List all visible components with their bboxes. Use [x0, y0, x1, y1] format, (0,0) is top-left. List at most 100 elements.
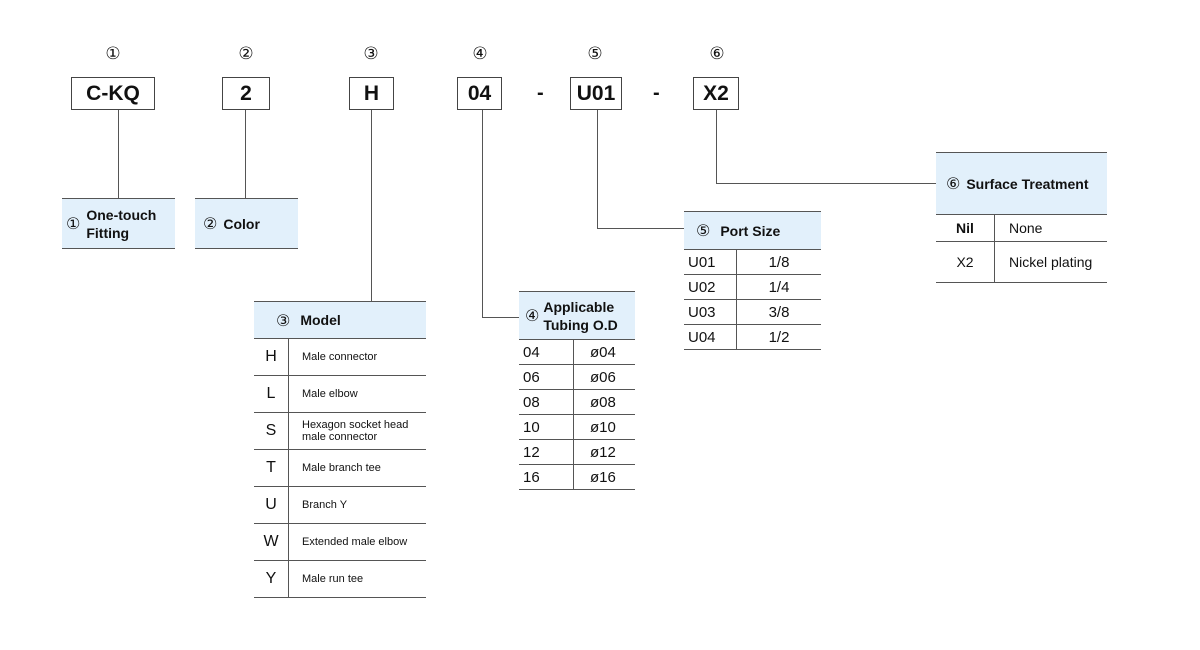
- tubing-code: 16: [519, 464, 574, 490]
- position-number-3: ③: [363, 44, 379, 64]
- model-code: U: [254, 486, 289, 524]
- separator-dash: -: [537, 82, 544, 104]
- fitting-title-line2: Fitting: [86, 224, 130, 241]
- position-number-5: ⑤: [587, 44, 603, 64]
- position-number-2: ②: [238, 44, 254, 64]
- tubing-value: ø16: [573, 464, 635, 490]
- surface-value: Nickel plating: [994, 241, 1107, 283]
- code-box-fitting: C-KQ: [71, 77, 155, 110]
- color-title: Color: [223, 215, 260, 232]
- position-number-1: ①: [105, 44, 121, 64]
- port-code: U01: [684, 250, 737, 275]
- port-code: U03: [684, 299, 737, 325]
- tubing-title-line2: Tubing O.D: [543, 316, 618, 333]
- code-box-surface: X2: [693, 77, 739, 110]
- position-number-4: ④: [472, 44, 488, 64]
- tubing-header: ④ Applicable Tubing O.D: [519, 291, 635, 340]
- color-header: ② Color: [195, 198, 298, 249]
- surface-code: Nil: [936, 215, 995, 242]
- tubing-code: 04: [519, 340, 574, 365]
- surface-title: Surface Treatment: [966, 175, 1089, 192]
- model-desc: Male branch tee: [288, 449, 426, 487]
- tubing-title: Applicable Tubing O.D: [543, 298, 617, 334]
- fitting-header: ① One-touch Fitting: [62, 198, 175, 249]
- port-value: 1/8: [736, 250, 821, 275]
- model-desc: Branch Y: [288, 486, 426, 524]
- port-value: 3/8: [736, 299, 821, 325]
- code-box-model: H: [349, 77, 394, 110]
- fitting-title: One-touch Fitting: [86, 206, 156, 242]
- port-code: U04: [684, 324, 737, 350]
- code-box-port: U01: [570, 77, 622, 110]
- tubing-value: ø06: [573, 364, 635, 390]
- fitting-title-line1: One-touch: [86, 206, 157, 223]
- code-box-color: 2: [222, 77, 270, 110]
- connector-line: [716, 183, 936, 184]
- port-title: Port Size: [720, 222, 781, 239]
- separator-dash: -: [653, 82, 660, 104]
- surface-number: ⑥: [946, 174, 961, 193]
- port-value: 1/4: [736, 274, 821, 300]
- model-header: ③ Model: [254, 301, 426, 339]
- color-number: ②: [203, 214, 218, 233]
- model-number: ③: [276, 310, 291, 330]
- connector-line: [716, 110, 717, 183]
- model-code: S: [254, 412, 289, 450]
- port-header: ⑤ Port Size: [684, 211, 821, 250]
- surface-code: X2: [936, 241, 995, 283]
- model-desc-line2: male connector: [302, 431, 378, 443]
- tubing-value: ø12: [573, 439, 635, 465]
- connector-line: [597, 110, 598, 228]
- model-code: T: [254, 449, 289, 487]
- model-code: H: [254, 339, 289, 376]
- position-number-6: ⑥: [709, 44, 725, 64]
- tubing-title-line1: Applicable: [543, 298, 615, 315]
- model-desc-line1: Hexagon socket head: [302, 419, 409, 431]
- connector-line: [245, 110, 246, 198]
- fitting-number: ①: [66, 214, 81, 233]
- tubing-value: ø08: [573, 389, 635, 415]
- tubing-code: 08: [519, 389, 574, 415]
- tubing-code: 12: [519, 439, 574, 465]
- tubing-number: ④: [525, 306, 540, 325]
- tubing-code: 10: [519, 414, 574, 440]
- model-code: L: [254, 375, 289, 413]
- tubing-code: 06: [519, 364, 574, 390]
- connector-line: [482, 110, 483, 317]
- connector-line: [482, 317, 519, 318]
- model-code: Y: [254, 560, 289, 598]
- model-title: Model: [300, 312, 341, 328]
- surface-value: None: [994, 215, 1107, 242]
- model-desc: Male connector: [288, 339, 426, 376]
- model-desc: Male elbow: [288, 375, 426, 413]
- port-number: ⑤: [696, 221, 711, 240]
- code-box-tubing: 04: [457, 77, 502, 110]
- port-code: U02: [684, 274, 737, 300]
- connector-line: [371, 110, 372, 301]
- tubing-value: ø10: [573, 414, 635, 440]
- port-value: 1/2: [736, 324, 821, 350]
- model-desc: Male run tee: [288, 560, 426, 598]
